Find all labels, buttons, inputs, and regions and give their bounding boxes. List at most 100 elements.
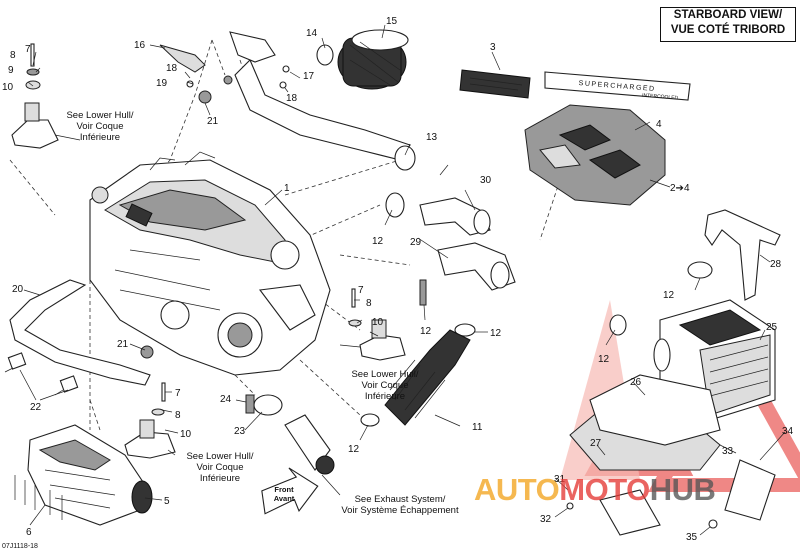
decal-3 <box>459 69 531 99</box>
callout-14: 14 <box>306 28 318 39</box>
watermark-logo: AUTOMOTOHUB <box>474 472 716 507</box>
front-arrow-line1: Front <box>274 485 294 494</box>
callout-19: 19 <box>156 78 168 89</box>
callout-29: 29 <box>410 237 422 248</box>
callout-18a: 18 <box>166 63 178 74</box>
callout-7a: 7 <box>25 44 31 55</box>
callout-12d: 12 <box>348 444 360 455</box>
svg-text:Inférieure: Inférieure <box>365 391 405 402</box>
svg-text:Voir Coque: Voir Coque <box>76 121 123 132</box>
callout-10a: 10 <box>2 82 14 93</box>
callout-9: 9 <box>8 65 14 76</box>
small-hardware <box>140 65 718 529</box>
mounting-plate <box>569 374 776 536</box>
intake-manifold <box>14 424 153 526</box>
engine-block <box>89 151 331 376</box>
document-code: 07J1118-18 <box>2 543 38 550</box>
intake-duct <box>234 59 416 171</box>
supercharger-cover <box>524 104 666 206</box>
svg-text:Inférieure: Inférieure <box>80 132 120 143</box>
svg-text:Voir Coque: Voir Coque <box>196 462 243 473</box>
callout-5: 5 <box>164 496 170 507</box>
callout-10c: 10 <box>180 429 192 440</box>
view-title-line2: VUE COTÉ TRIBORD <box>670 23 786 36</box>
callout-31: 31 <box>554 474 566 485</box>
callout-12e: 12 <box>663 290 675 301</box>
svg-text:Voir Coque: Voir Coque <box>361 380 408 391</box>
bolt-vertical <box>419 279 427 306</box>
watermark-part3: HUB <box>649 472 716 507</box>
callout-13: 13 <box>426 132 438 143</box>
callout-27: 27 <box>590 438 602 449</box>
intake-elbow-30 <box>419 197 491 236</box>
callout-20: 20 <box>12 284 24 295</box>
note-lower-hull-2: See Lower Hull/ Voir Coque Inférieure <box>351 369 418 402</box>
callout-11: 11 <box>472 422 483 433</box>
callout-12b: 12 <box>420 326 432 337</box>
front-arrow: Front Avant <box>261 467 319 515</box>
callout-15: 15 <box>386 16 398 27</box>
note-lower-hull-1: See Lower Hull/ Voir Coque Inférieure <box>66 110 133 143</box>
callout-32: 32 <box>540 514 552 525</box>
callout-numbers: 1 2➔4 3 4 5 6 7 7 7 8 8 8 9 10 10 10 11 … <box>2 16 794 543</box>
throttle-body <box>245 394 335 475</box>
svg-text:See Exhaust System/: See Exhaust System/ <box>355 494 446 505</box>
motor-mount-bottom <box>124 382 176 459</box>
clamps-12 <box>360 192 713 427</box>
callout-4: 4 <box>656 119 662 130</box>
callout-28: 28 <box>770 259 782 270</box>
intercooler-hose <box>384 329 471 426</box>
callout-25: 25 <box>766 322 778 333</box>
callout-7b: 7 <box>358 285 364 296</box>
note-lower-hull-3: See Lower Hull/ Voir Coque Inférieure <box>186 451 253 484</box>
callout-17: 17 <box>303 71 315 82</box>
callout-21b: 21 <box>117 339 129 350</box>
watermark-part1: AUTO <box>474 472 560 507</box>
svg-text:Voir Système Échappement: Voir Système Échappement <box>341 505 459 516</box>
callout-24: 24 <box>220 394 232 405</box>
adapter-top <box>159 31 276 73</box>
watermark-part2: MOTO <box>559 472 650 507</box>
note-exhaust: See Exhaust System/ Voir Système Échappe… <box>341 494 459 516</box>
callout-12f: 12 <box>598 354 610 365</box>
callout-8c: 8 <box>175 410 181 421</box>
motor-mount-mid <box>348 288 406 361</box>
svg-text:See Lower Hull/: See Lower Hull/ <box>351 369 418 380</box>
bracket-28 <box>704 209 781 301</box>
callout-26: 26 <box>630 377 642 388</box>
leader-lines <box>19 24 786 536</box>
callout-21a: 21 <box>207 116 219 127</box>
view-title-line1: STARBOARD VIEW/ <box>673 9 783 21</box>
callout-23: 23 <box>234 426 246 437</box>
callout-18b: 18 <box>286 93 298 104</box>
callout-22: 22 <box>30 402 42 413</box>
front-arrow-line2: Avant <box>274 494 295 503</box>
callout-16: 16 <box>134 40 146 51</box>
svg-text:Inférieure: Inférieure <box>200 473 240 484</box>
decal-supercharged <box>544 71 691 101</box>
callout-34: 34 <box>782 426 794 437</box>
callout-12c: 12 <box>490 328 502 339</box>
decal-intercooled-label: INTERCOOLED <box>642 93 679 102</box>
air-filter <box>337 29 409 90</box>
clamp-14 <box>316 44 334 66</box>
callout-8a: 8 <box>10 50 16 61</box>
fittings-22 <box>4 352 79 396</box>
callout-8b: 8 <box>366 298 372 309</box>
callout-33: 33 <box>722 446 734 457</box>
callout-30: 30 <box>480 175 492 186</box>
hose-20 <box>9 279 151 386</box>
callout-7c: 7 <box>175 388 181 399</box>
callout-10b: 10 <box>372 317 384 328</box>
motor-mount-top <box>11 43 59 149</box>
callout-2-to-4: 2➔4 <box>670 183 690 194</box>
svg-text:See Lower Hull/: See Lower Hull/ <box>186 451 253 462</box>
callout-3: 3 <box>490 42 496 53</box>
callout-12a: 12 <box>372 236 384 247</box>
view-title-box: STARBOARD VIEW/ VUE COTÉ TRIBORD <box>660 7 796 42</box>
intake-elbow-29 <box>437 242 516 291</box>
callout-1: 1 <box>284 183 290 194</box>
callout-6: 6 <box>26 527 32 538</box>
